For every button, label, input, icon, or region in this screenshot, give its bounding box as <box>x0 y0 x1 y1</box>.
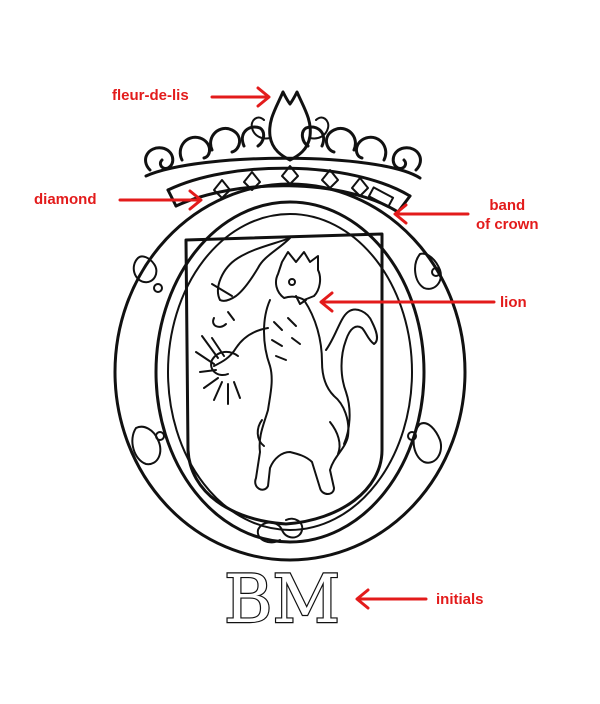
arrow-fleur-de-lis <box>210 86 271 108</box>
crown-curl-left-2 <box>178 135 211 162</box>
crown-curl-right-1 <box>391 146 422 172</box>
crown-curl-left-3 <box>209 127 241 154</box>
crown-curl-right-3 <box>325 127 357 154</box>
label-lion: lion <box>500 294 527 311</box>
crown-curl-left-4 <box>241 125 266 148</box>
diamond-icon <box>213 165 369 199</box>
shield <box>184 232 384 526</box>
label-initials: initials <box>436 591 484 608</box>
label-band-of-crown-line2: of crown <box>476 216 539 233</box>
arrow-band-of-crown <box>393 203 470 225</box>
label-fleur-de-lis: fleur-de-lis <box>112 87 189 104</box>
crown <box>144 90 422 214</box>
arrow-initials <box>355 588 428 610</box>
lion-icon <box>195 237 379 495</box>
frame-ornament-upper-left <box>132 255 158 284</box>
initials-text: BM <box>224 561 340 638</box>
arrow-lion <box>319 291 496 313</box>
crown-curl-right-2 <box>355 135 388 162</box>
crown-curl-right-4 <box>300 125 325 148</box>
oval-frame <box>113 182 467 562</box>
label-band-of-crown: band of crown <box>476 196 539 234</box>
frame-ornament-upper-right <box>414 252 442 290</box>
frame-ornament-lower-right <box>412 422 442 464</box>
label-band-of-crown-line1: band <box>489 197 526 214</box>
crown-curl-left-1 <box>144 146 175 172</box>
crown-rim <box>144 156 422 180</box>
label-diamond: diamond <box>34 191 97 208</box>
arrow-diamond <box>118 189 203 211</box>
frame-ornament-lower-left <box>131 425 162 466</box>
